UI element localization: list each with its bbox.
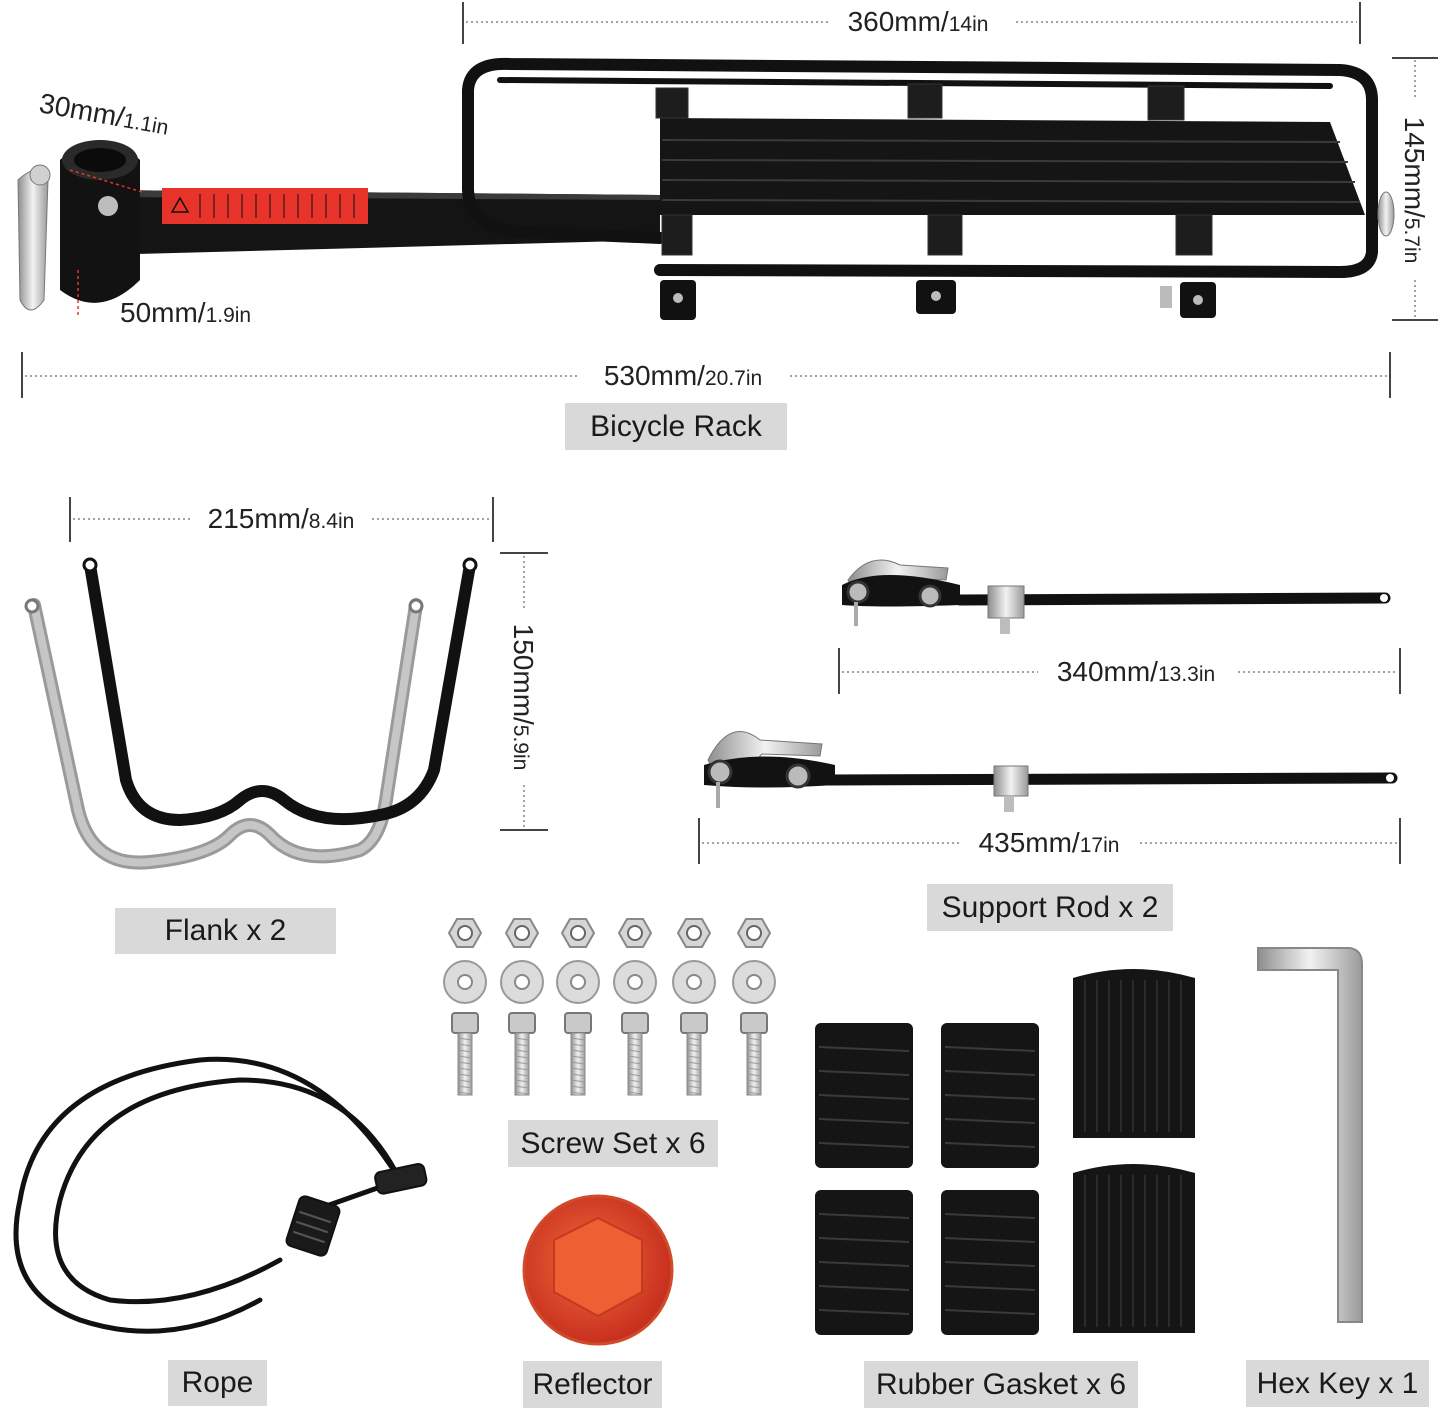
screw-kit <box>443 918 487 1096</box>
rubber-gasket <box>815 1190 913 1335</box>
flank-width-dimension: 215mm/8.4in <box>208 503 355 534</box>
rack-frame <box>462 57 1378 278</box>
reflector-image <box>522 1194 674 1346</box>
rack-height-dimension: 145mm/5.7in <box>1399 117 1430 264</box>
hex-key-label: Hex Key x 1 <box>1246 1360 1429 1407</box>
support-rod-short-image <box>842 559 1391 634</box>
flank-image <box>24 557 478 870</box>
rack-width-dimension: 360mm/14in <box>848 6 989 37</box>
hex-key-image <box>1257 947 1363 1323</box>
rubber-gasket <box>941 1190 1039 1335</box>
dimension-rack-height <box>1392 57 1438 321</box>
dimension-flank-height <box>500 552 548 831</box>
support-rod-label: Support Rod x 2 <box>927 884 1173 931</box>
rubber-gasket <box>1073 969 1195 1138</box>
rack-length-dimension: 530mm/20.7in <box>604 360 762 391</box>
rubber-gasket-label: Rubber Gasket x 6 <box>864 1361 1138 1408</box>
flank-label: Flank x 2 <box>115 908 336 954</box>
rack-platform <box>655 83 1395 320</box>
dimension-rod-long <box>698 818 1401 864</box>
screw-kit <box>732 918 776 1096</box>
screw-kit <box>500 918 544 1096</box>
screw-kit <box>613 918 657 1096</box>
warning-label <box>162 188 368 224</box>
rubber-gasket <box>815 1023 913 1168</box>
screw-kit <box>672 918 716 1096</box>
rubber-gasket <box>941 1023 1039 1168</box>
clamp-inner-dimension: 30mm/1.1in <box>37 87 172 140</box>
bicycle-rack-label: Bicycle Rack <box>565 403 787 450</box>
screw-set-label: Screw Set x 6 <box>508 1120 718 1167</box>
seatpost-clamp <box>17 140 143 318</box>
bicycle-rack-image <box>17 57 1395 320</box>
support-rod-long-image <box>704 731 1398 812</box>
clamp-outer-dimension: 50mm/1.9in <box>120 297 251 328</box>
rope-label: Rope <box>168 1360 267 1406</box>
screw-kit <box>556 918 600 1096</box>
reflector-label: Reflector <box>523 1361 662 1408</box>
dimension-rack-width <box>462 2 1361 44</box>
rubber-gasket-image <box>815 969 1195 1335</box>
rope-image <box>13 1056 428 1334</box>
dimension-flank-width <box>69 497 494 542</box>
flank-height-dimension: 150mm/5.9in <box>508 624 539 771</box>
dimension-rack-length <box>21 352 1391 398</box>
rod-short-dimension: 340mm/13.3in <box>1057 656 1215 687</box>
screw-set-image <box>443 918 776 1096</box>
rod-long-dimension: 435mm/17in <box>979 827 1120 858</box>
dimension-rod-short <box>838 648 1401 694</box>
rubber-gasket <box>1073 1164 1195 1333</box>
